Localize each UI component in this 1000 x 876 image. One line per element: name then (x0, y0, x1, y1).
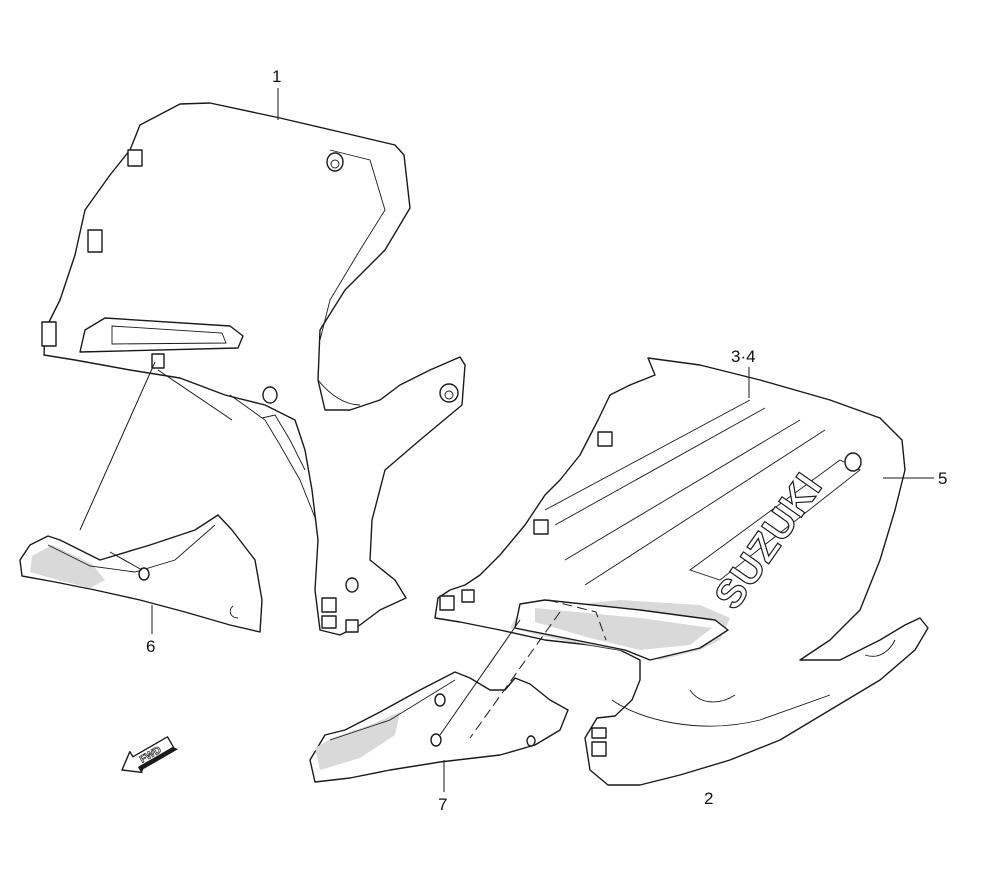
part-1-inner-panel (41, 102, 466, 636)
callout-label-2: 2 (704, 789, 713, 808)
part-6-lower-panel (19, 514, 263, 633)
callout-label-3-4: 3·4 (731, 347, 756, 366)
callout-label-6: 6 (146, 637, 155, 656)
part-7-lower-panel (309, 671, 569, 783)
part-2-outer-cowl: SUZUKI (434, 357, 929, 786)
callout-label-5: 5 (938, 469, 947, 488)
assembly-lines (79, 361, 607, 739)
fwd-arrow-icon: FWD (121, 736, 179, 774)
callout-label-1: 1 (272, 67, 281, 86)
callout-label-7: 7 (438, 795, 447, 814)
